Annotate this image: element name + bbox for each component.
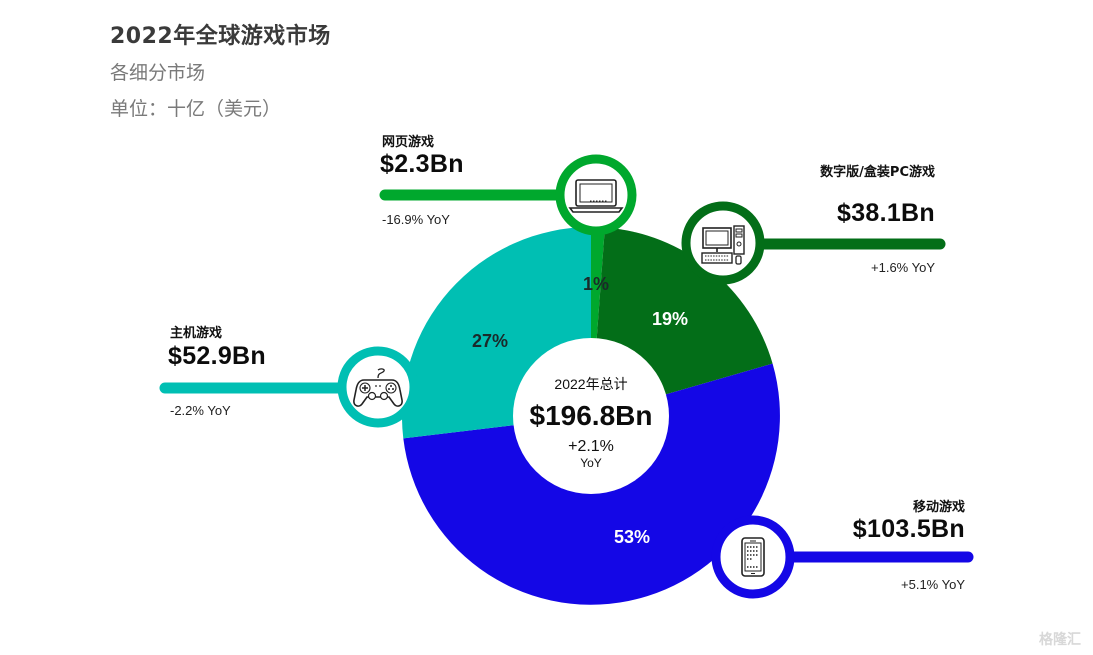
chart-unit: 单位：十亿（美元）: [110, 98, 282, 120]
pc-segment-yoy: +1.6% YoY: [871, 260, 935, 275]
donut-hole: [513, 338, 669, 494]
mobile-segment-yoy: +5.1% YoY: [901, 577, 965, 592]
pc-segment-name: 数字版/盒装PC游戏: [820, 165, 935, 180]
mobile-segment-name: 移动游戏: [912, 500, 965, 515]
pc-segment-value: $38.1Bn: [837, 199, 935, 227]
watermark: 格隆汇: [1039, 632, 1081, 648]
center-total: $196.8Bn: [530, 400, 653, 431]
share-label-pc: 19%: [652, 309, 688, 329]
console-segment-yoy: -2.2% YoY: [170, 403, 231, 418]
web-segment-value: $2.3Bn: [380, 150, 464, 178]
share-label-web: 1%: [583, 274, 609, 294]
share-label-console: 27%: [472, 331, 508, 351]
console-segment-name: 主机游戏: [170, 326, 223, 341]
console-segment-value: $52.9Bn: [168, 342, 266, 370]
web-segment-name: 网页游戏: [382, 135, 435, 150]
web-segment-yoy: -16.9% YoY: [382, 212, 450, 227]
smartphone-icon: [711, 515, 795, 599]
laptop-icon: [555, 154, 637, 236]
chart-subtitle: 各细分市场: [110, 62, 206, 84]
mobile-segment-value: $103.5Bn: [852, 515, 965, 543]
center-yoy: +2.1%: [568, 438, 614, 455]
center-yoy-suffix: YoY: [580, 456, 602, 470]
center-label: 2022年总计: [554, 376, 627, 392]
desktop-pc-icon: [681, 201, 765, 285]
gamepad-icon: [337, 346, 419, 428]
share-label-mobile: 53%: [614, 527, 650, 547]
chart-title: 2022年全球游戏市场: [110, 24, 331, 49]
